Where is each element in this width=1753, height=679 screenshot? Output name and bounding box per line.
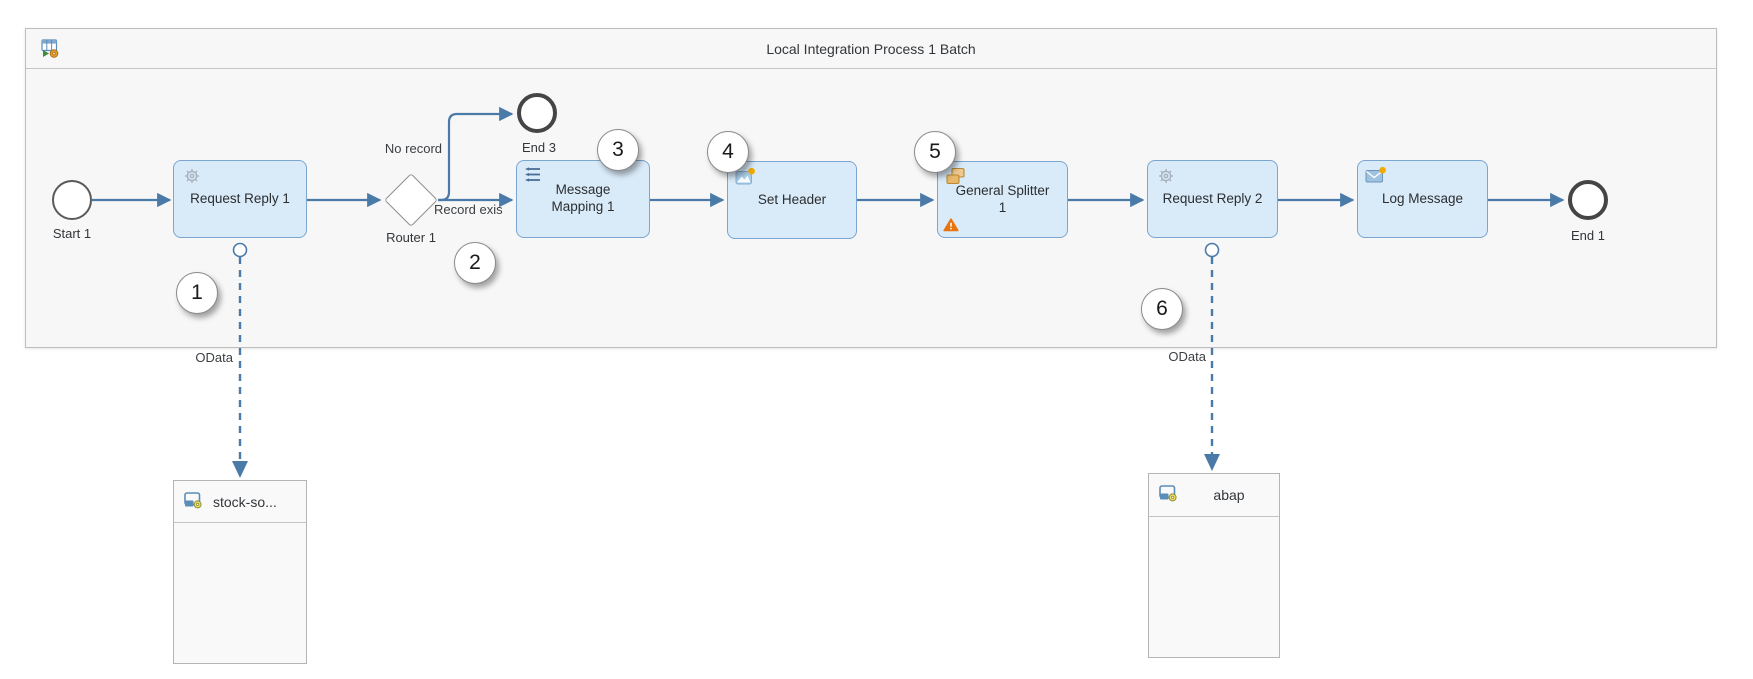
receiver-label: stock-so... — [213, 493, 277, 510]
arrowhead-left-adapter — [232, 461, 248, 478]
annotation-badge-1: 1 — [176, 272, 218, 314]
receiver-system-icon — [1158, 485, 1179, 505]
annotation-badge-5: 5 — [914, 131, 956, 173]
task-message-mapping-1[interactable]: Message Mapping 1 — [516, 160, 650, 238]
warning-icon — [943, 218, 959, 232]
pool-title: Local Integration Process 1 Batch — [766, 41, 976, 57]
image-badge-icon — [735, 167, 756, 186]
task-label: General Splitter 1 — [955, 182, 1050, 215]
receiver-stock-so[interactable]: stock-so... — [173, 480, 307, 664]
gear-icon — [1155, 166, 1177, 186]
process-icon — [41, 39, 60, 63]
task-label: Message Mapping 1 — [551, 182, 615, 214]
start-event-label: Start 1 — [52, 226, 92, 241]
branch-label-no-record: No record — [384, 141, 442, 156]
task-label: Log Message — [1381, 190, 1464, 206]
end-event-3[interactable] — [517, 93, 557, 133]
task-request-reply-1[interactable]: Request Reply 1 — [173, 160, 307, 238]
router-1-label: Router 1 — [386, 230, 436, 245]
task-set-header[interactable]: Set Header — [727, 161, 857, 239]
adapter-label-odata-left: OData — [195, 350, 233, 365]
splitter-icon — [945, 167, 966, 186]
task-label: Request Reply 1 — [190, 190, 290, 206]
start-event-1[interactable] — [52, 180, 92, 220]
branch-label-record-exists: Record exis — [434, 202, 503, 217]
gear-icon — [181, 166, 203, 186]
receiver-label: abap — [1213, 487, 1245, 503]
task-request-reply-2[interactable]: Request Reply 2 — [1147, 160, 1278, 238]
task-label: Request Reply 2 — [1162, 190, 1263, 206]
receiver-system-icon — [183, 491, 204, 512]
annotation-badge-2: 2 — [454, 242, 496, 284]
flow-router1-to-end3[interactable] — [438, 106, 514, 202]
receiver-header: abap — [1149, 474, 1279, 517]
task-label: Set Header — [757, 191, 827, 207]
annotation-badge-6: 6 — [1141, 288, 1183, 330]
end-event-1[interactable] — [1568, 180, 1608, 220]
receiver-header: stock-so... — [174, 481, 306, 523]
mapping-icon — [524, 166, 542, 183]
pool-header: Local Integration Process 1 Batch — [26, 29, 1716, 69]
receiver-abap[interactable]: abap — [1148, 473, 1280, 658]
end-event-1-label: End 1 — [1571, 228, 1605, 243]
end-event-3-label: End 3 — [522, 140, 556, 155]
arrowhead-right-adapter — [1204, 454, 1220, 471]
annotation-badge-3: 3 — [597, 129, 639, 171]
connection-anchor-requestreply1[interactable] — [232, 242, 248, 258]
adapter-label-odata-right: OData — [1168, 349, 1206, 364]
envelope-badge-icon — [1365, 166, 1387, 185]
task-general-splitter-1[interactable]: General Splitter 1 — [937, 161, 1068, 238]
task-log-message[interactable]: Log Message — [1357, 160, 1488, 238]
connection-anchor-requestreply2[interactable] — [1204, 242, 1220, 258]
annotation-badge-4: 4 — [707, 131, 749, 173]
